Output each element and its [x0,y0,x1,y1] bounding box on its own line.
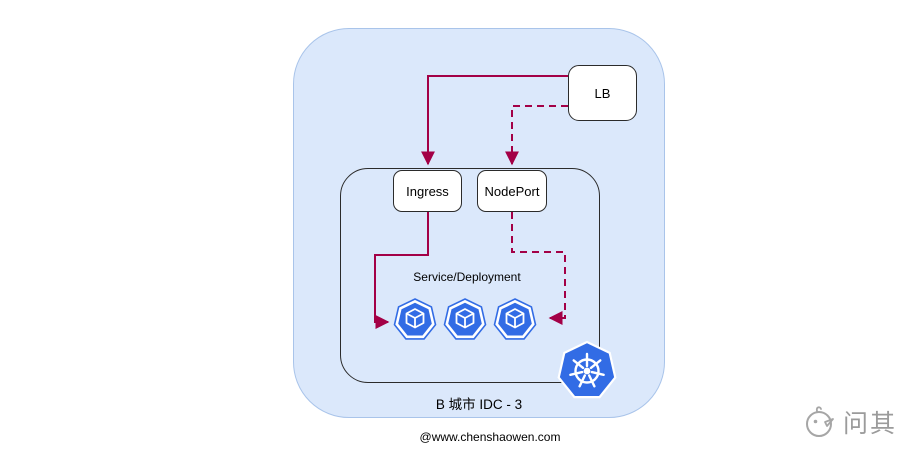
idc-region-label: B 城市 IDC - 3 [435,397,523,412]
service-deployment-label: Service/Deployment [413,270,521,284]
kubernetes-pod-icon [443,298,487,340]
bird-sketch-icon [806,406,834,437]
footer-credit: @www.chenshaowen.com [419,430,561,444]
nodeport-label: NodePort [484,183,540,199]
kubernetes-pod-icon [493,298,537,340]
kubernetes-pod-icon [393,298,437,340]
watermark-text: 问其 [843,410,898,438]
lb-label: LB [594,85,611,101]
cluster-boundary [340,168,600,383]
lb-node: LB [568,65,637,121]
ingress-label: Ingress [406,183,449,199]
kubernetes-helm-logo-icon [557,340,617,399]
nodeport-node: NodePort [477,170,547,212]
watermark: 问其 [800,403,897,441]
ingress-node: Ingress [393,170,462,212]
